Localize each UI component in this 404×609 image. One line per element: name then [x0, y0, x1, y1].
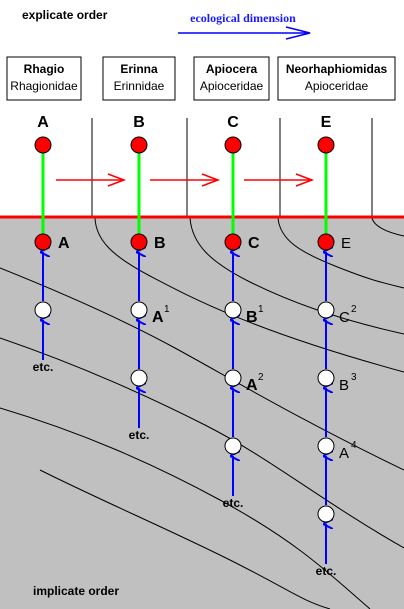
- ground-area: [0, 217, 404, 609]
- implicate-node-label: A: [152, 309, 164, 326]
- implicate-node: [130, 369, 148, 387]
- implicate-node: [317, 369, 335, 387]
- implicate-node: [224, 301, 242, 319]
- implicate-node-superscript: 2: [258, 372, 264, 383]
- etc-label: etc.: [223, 496, 244, 510]
- surface-node: [130, 233, 148, 251]
- surface-node: [224, 233, 242, 251]
- contour-line: [0, 337, 404, 549]
- implicate-node-label: B: [339, 377, 349, 394]
- implicate-node-label: B: [246, 309, 258, 326]
- ecological-dimension-label: ecological dimension: [190, 11, 296, 25]
- implicate-node: [317, 505, 335, 523]
- explicate-node: [130, 136, 148, 154]
- taxon-family: Rhagionidae: [10, 79, 78, 93]
- taxon-genus: Erinna: [120, 62, 158, 76]
- explicate-node: [317, 136, 335, 154]
- column-top-label: B: [133, 114, 145, 131]
- surface-node-label: B: [154, 235, 166, 252]
- contour-line: [0, 267, 404, 471]
- column-top-label: C: [227, 114, 239, 131]
- surface-node: [34, 233, 52, 251]
- implicate-node: [224, 437, 242, 455]
- surface-node-label: E: [341, 235, 351, 252]
- implicate-node-superscript: 1: [164, 304, 170, 315]
- implicate-node-superscript: 1: [258, 304, 264, 315]
- implicate-node-label: A: [246, 377, 258, 394]
- lineage-transition-arrowhead: [295, 173, 315, 187]
- lineage-transition-arrowhead: [107, 173, 127, 187]
- taxon-family: Erinnidae: [114, 79, 165, 93]
- contour-line: [39, 469, 331, 609]
- taxon-family: Apioceridae: [200, 79, 264, 93]
- column-top-label: E: [321, 114, 332, 131]
- ecological-arrow-head: [285, 26, 311, 40]
- etc-label: etc.: [316, 564, 337, 578]
- explicate-node: [34, 136, 52, 154]
- contour-line: [277, 217, 404, 289]
- taxon-genus: Apiocera: [206, 62, 258, 76]
- implicate-node-superscript: 2: [351, 304, 357, 315]
- implicate-node: [34, 301, 52, 319]
- contour-line: [0, 407, 371, 609]
- implicate-node: [317, 301, 335, 319]
- surface-node-label: C: [248, 235, 260, 252]
- contour-line: [94, 217, 404, 373]
- implicate-node-label: C: [339, 309, 350, 326]
- taxon-box: [193, 56, 270, 101]
- contour-line: [189, 217, 404, 335]
- implicate-node: [317, 437, 335, 455]
- taxon-box: [277, 56, 396, 101]
- implicate-node: [224, 369, 242, 387]
- etc-label: etc.: [33, 360, 54, 374]
- column-top-label: A: [37, 114, 49, 131]
- implicate-node: [130, 301, 148, 319]
- surface-node: [317, 233, 335, 251]
- lineage-transition-arrowhead: [201, 173, 221, 187]
- taxon-box: [6, 56, 82, 101]
- implicate-node-label: A: [339, 445, 349, 462]
- taxon-genus: Rhagio: [24, 62, 65, 76]
- taxon-genus: Neorhaphiomidas: [286, 62, 388, 76]
- surface-node-label: A: [58, 235, 70, 252]
- implicate-node-superscript: 4: [351, 440, 357, 451]
- explicate-order-label: explicate order: [22, 8, 108, 22]
- explicate-node: [224, 136, 242, 154]
- implicate-node-superscript: 3: [351, 372, 357, 383]
- taxon-box: [102, 56, 176, 101]
- contour-line: [371, 217, 404, 237]
- taxon-family: Apioceridae: [305, 79, 369, 93]
- implicate-order-label: implicate order: [33, 584, 119, 598]
- etc-label: etc.: [129, 428, 150, 442]
